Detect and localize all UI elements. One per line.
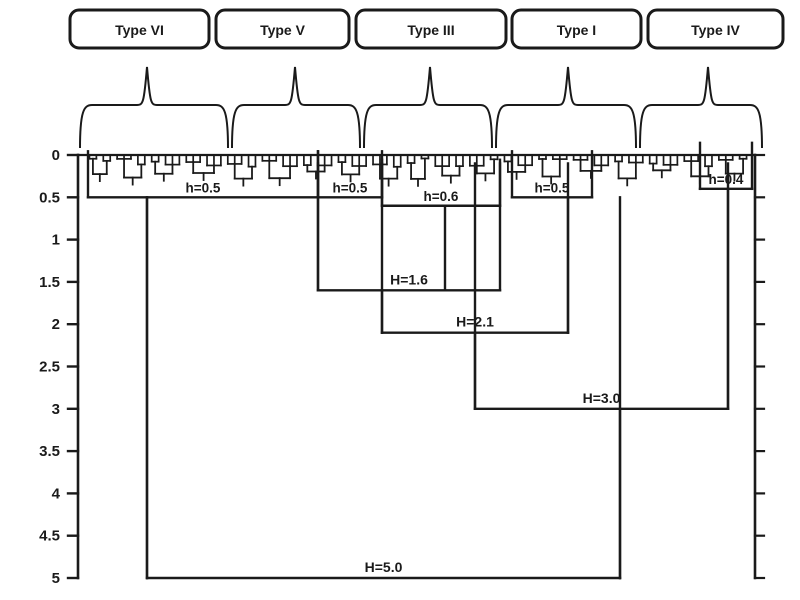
type-brace-5 (639, 66, 763, 149)
y-tick-label: 3.5 (39, 443, 60, 460)
y-axis-title-wrapper: HETEROGENEITY (24, 0, 25, 600)
brace-group (79, 66, 763, 149)
leaf-cluster-group (76, 153, 757, 187)
type-box-label: Type IV (691, 22, 740, 38)
cluster-merge-5 (698, 141, 754, 191)
y-tick-label: 2 (52, 316, 60, 333)
major-merge-3 (473, 162, 730, 410)
type-box-label: Type VI (115, 22, 164, 38)
type-box-5[interactable]: Type IV (646, 8, 785, 50)
merge-link-group (86, 141, 754, 580)
cluster-merge-label: h=0.5 (186, 180, 221, 195)
major-merge-label: H=3.0 (583, 390, 621, 406)
type-box-group: Type VI Type V Type III Type I Type IV (68, 8, 785, 50)
type-brace-4 (495, 66, 637, 149)
y-tick-label: 4.5 (39, 528, 60, 545)
y-tick-label: 1.5 (39, 274, 60, 291)
type-brace-1 (79, 66, 229, 149)
cluster-merge-label: h=0.6 (424, 189, 459, 204)
y-tick-label: 1 (52, 232, 60, 249)
major-merge-4 (145, 196, 622, 580)
type-box-2[interactable]: Type V (214, 8, 351, 50)
y-tick-label: 0 (52, 147, 60, 164)
y-tick-label: 2.5 (39, 359, 60, 376)
y-axis-group: 0 0.5 1 1.5 2 2.5 3 3.5 4 4.5 5 (39, 147, 766, 587)
y-tick-label: 0.5 (39, 189, 60, 206)
type-box-label: Type V (260, 22, 306, 38)
cluster-merge-label: h=0.5 (333, 180, 368, 195)
y-tick-label: 4 (52, 485, 61, 502)
y-tick-label: 3 (52, 401, 60, 418)
type-box-label: Type III (407, 22, 454, 38)
type-box-3[interactable]: Type III (354, 8, 508, 50)
cluster-merge-4 (510, 150, 594, 199)
merge-label-group: h=0.5 h=0.5 h=0.6 h=0.5 h=0.4H=1.6H=2.1H=3.0… (186, 172, 744, 575)
y-tick-label: 5 (52, 570, 60, 587)
type-brace-3 (363, 66, 493, 149)
type-brace-2 (231, 66, 361, 149)
major-merge-label: H=2.1 (456, 314, 494, 330)
type-box-4[interactable]: Type I (510, 8, 643, 50)
cluster-merge-label: h=0.4 (709, 172, 744, 187)
type-box-1[interactable]: Type VI (68, 8, 211, 50)
cluster-merge-label: h=0.5 (535, 180, 570, 195)
major-merge-label: H=5.0 (365, 559, 403, 575)
major-merge-label: H=1.6 (390, 271, 428, 287)
type-box-label: Type I (557, 22, 596, 38)
